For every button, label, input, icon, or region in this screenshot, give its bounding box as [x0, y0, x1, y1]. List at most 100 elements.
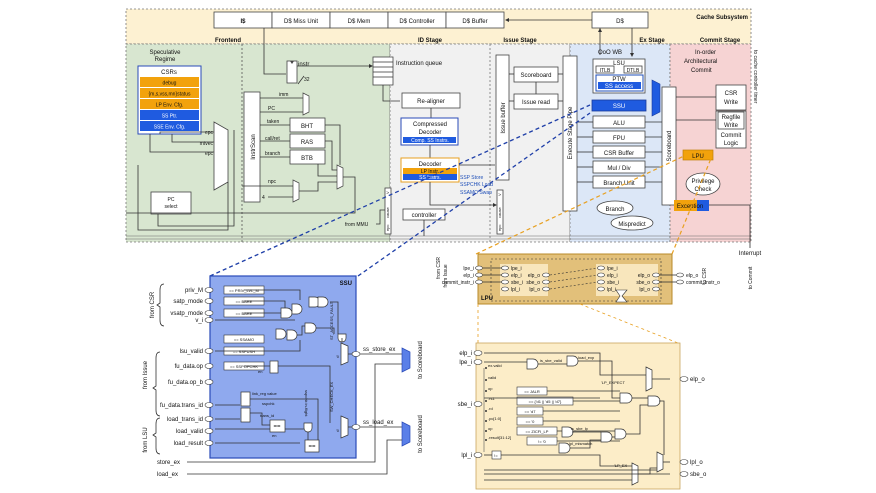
lpu-comparator-label: == 'd7: [525, 409, 537, 414]
instr-width-label: 32: [304, 77, 310, 83]
lpu-output-port: [676, 279, 684, 285]
csr-row-label: debug: [163, 81, 177, 87]
lpu-stage-in-port: [597, 286, 605, 292]
ssu-comparator-ssamo: [223, 334, 265, 344]
ss-access-row: [598, 82, 641, 89]
csr-row-m-s-vss-mn-status: [140, 88, 199, 98]
cache-subsystem-title: Cache Subsystem: [696, 15, 748, 21]
lpu-logic-gates: !=: [483, 352, 670, 486]
lpu-logic-fields: ex.validvalidop.rs1.rd.pc[1:0]op.result[…: [485, 363, 511, 441]
stage-ex: Ex Stage: [639, 38, 665, 44]
lpu-logic-output-port: [679, 459, 689, 465]
pipe-reg-epc: epc: [385, 225, 390, 231]
lpu-signal-is-sbe-lp: is_sbe_lp: [571, 426, 589, 431]
ss-load-ex-port: [351, 424, 361, 430]
lpu-ports: lpe_ielp_icommit_instr_ilpe_ielp_isbe_il…: [442, 265, 720, 293]
cache-blocks: I$ D$ Miss Unit D$ Mem D$ Controller D$ …: [213, 11, 649, 29]
ras-label: RAS: [301, 140, 313, 146]
csr-row-lp-env-cfg: [140, 99, 199, 109]
mux-input-mtvec: mtvec: [200, 141, 214, 147]
exception-block-left: [674, 200, 697, 211]
to-cache-controller-label: to cache controller timer: [752, 50, 758, 104]
and-gate: [304, 322, 317, 334]
ssu-label-trans-id: trans_id: [260, 413, 274, 418]
issue-brace: [152, 351, 161, 417]
ssu-input-port: [204, 379, 214, 385]
load-mux: [401, 421, 411, 447]
pipe-reg-cause: cause: [385, 207, 390, 218]
and-gate: [280, 307, 293, 319]
csr-row-label: SS Ptr.: [162, 114, 178, 120]
sspchk-register: [240, 407, 251, 423]
or-gate: [600, 431, 613, 443]
lpu-output-elp-o: elp_o: [686, 273, 698, 279]
csr-write-label-1: CSR: [725, 91, 738, 97]
lpu-logic-input-port: [473, 452, 483, 458]
instruction-queue-label: Instruction queue: [396, 61, 443, 67]
mispredict-oval: [610, 215, 654, 231]
ssu-label-zero: '0: [336, 354, 340, 359]
or-gate: [291, 303, 303, 315]
instrscan-block: [243, 91, 261, 203]
arrow-icon: [505, 18, 509, 22]
issue-buffer-block: [495, 54, 510, 181]
lpu-zoom-line-2: [671, 155, 713, 255]
csr-brace: [156, 283, 165, 327]
from-mmu-label: from MMU: [345, 222, 369, 228]
ssu-comparator-label: == PRIV_LVL_M: [229, 288, 259, 293]
itlb-block: [595, 65, 615, 74]
ssu-input-port: [204, 440, 214, 446]
lpu-output-commit-instr-o: commit_instr_o: [686, 280, 720, 286]
signal-call-ret: call/ret: [265, 136, 280, 142]
lpu-logic-block: [475, 342, 681, 490]
issue-read-block: [513, 93, 559, 110]
lpu-stage-out-elp-o: elp_o: [528, 273, 540, 279]
lpu-logic-input-sbe-i: sbe_i: [458, 402, 472, 408]
compressed-decoder-label-2: Decoder: [419, 130, 442, 136]
predict-mux: [336, 164, 344, 190]
pc-select-label-1: PC: [168, 197, 175, 203]
lpu-stage-out-port: [652, 272, 660, 278]
lpu-stage-in-port: [597, 279, 605, 285]
exception-block-right: [697, 200, 709, 211]
lpu-comparator-label: == JALR: [524, 389, 540, 394]
ss-store-ex-label: ss_store_ex: [363, 347, 395, 353]
and-gate: [619, 392, 633, 404]
lsu-label: LSU: [613, 61, 625, 67]
interrupt-label: Interrupt: [739, 251, 762, 257]
stage-issue: Issue Stage: [503, 38, 537, 44]
ssu-comparator-label: == BARE: [236, 311, 253, 316]
privilege-check-oval: [685, 172, 721, 196]
lpl-register-label: !=: [494, 453, 498, 458]
commit-logic-label-1: Commit: [721, 133, 742, 139]
ssu-input-priv-m: priv_M: [185, 288, 203, 294]
lpu-field-valid: valid: [488, 375, 496, 380]
lpu-logic-output-port: [679, 376, 689, 382]
csr-row-debug: [140, 77, 199, 87]
and-gate: [526, 358, 539, 370]
ex-unit-label: Branch Unit: [603, 181, 635, 187]
issue-read-label: Issue read: [522, 100, 550, 106]
lpu-stage-in-lpl-i: lpl_i: [511, 287, 520, 293]
store-ex-label: store_ex: [157, 460, 180, 466]
lpu-signal-lp-expect: 'LP_EXPECT: [601, 380, 625, 385]
lpu-logic-output-port: [679, 471, 689, 477]
ooo-wb-label: OoO WB: [598, 50, 622, 56]
lpu-to-commit-label: to Commit: [748, 266, 754, 289]
instrscan-label: InstrScan: [251, 134, 257, 159]
ssu-input-load-result: load_result: [174, 441, 204, 447]
lpu-logic-input-elp-i: elp_i: [459, 351, 472, 357]
lpu-field-ex-valid: ex.valid: [488, 363, 502, 368]
decoder-label: Decoder: [419, 162, 442, 168]
lpu-stage-in-lpl-i: lpl_i: [607, 287, 616, 293]
commit-title-2: Architectural: [684, 59, 717, 65]
speculative-title: Speculative: [149, 50, 181, 56]
ex-unit-label: ALU: [613, 121, 625, 127]
result-comparator: [304, 439, 320, 453]
ssu-label-en: en: [258, 369, 262, 374]
signal-pc: PC: [268, 106, 275, 112]
lpu-field-result-31-12: .result[31:12]: [488, 435, 511, 440]
lpu-stage-out-lpl-o: lpl_o: [529, 287, 540, 293]
